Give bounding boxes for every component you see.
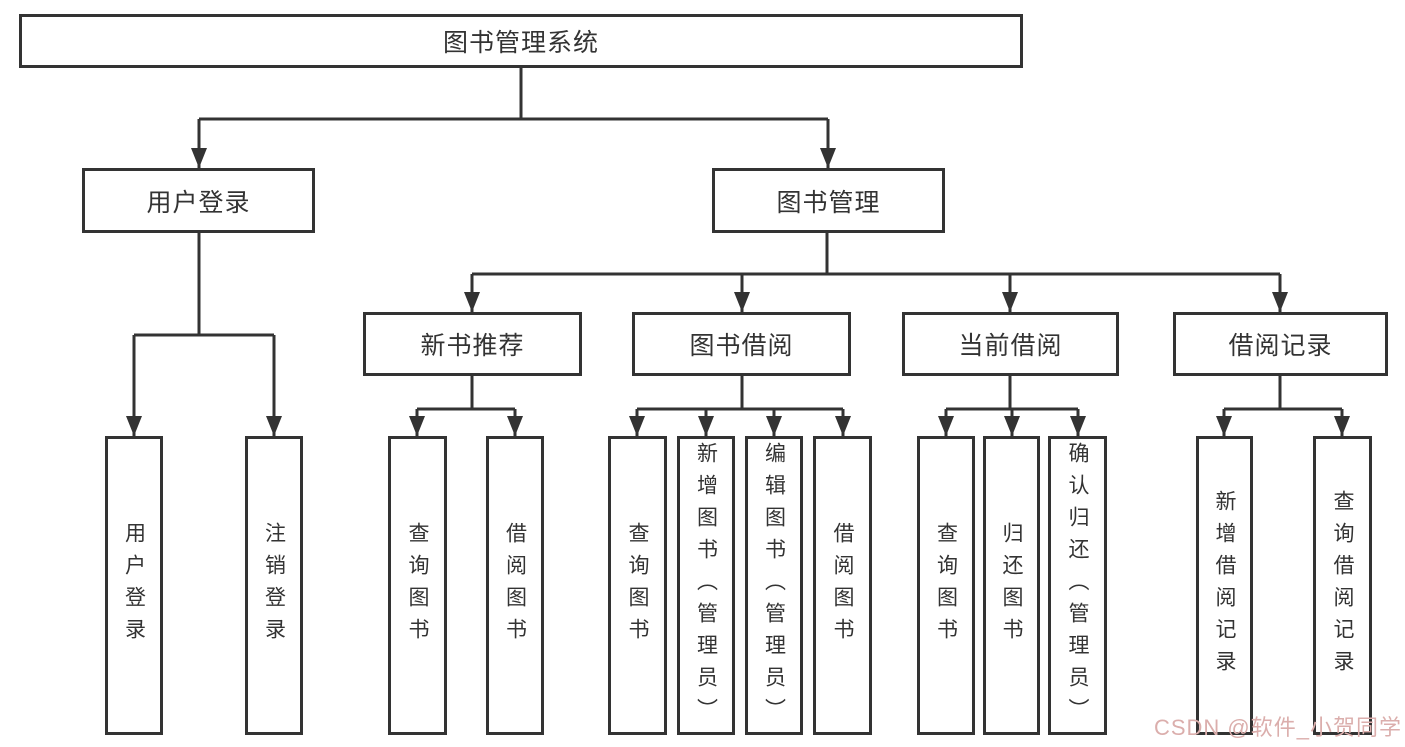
node-label: 图书借阅 bbox=[689, 332, 794, 360]
leaf-query-borrow-record: 查询借阅记录 bbox=[1313, 436, 1372, 735]
node-label: 用户登录 bbox=[122, 521, 146, 650]
node-current-borrow: 当前借阅 bbox=[902, 312, 1119, 376]
watermark: CSDN @软件_小贺同学 bbox=[1153, 715, 1402, 740]
arrowheads bbox=[126, 148, 1350, 436]
node-label: 借阅图书 bbox=[831, 521, 854, 650]
leaf-query-books-recommend: 查询图书 bbox=[388, 436, 447, 735]
node-label: 新增图书（管理员） bbox=[694, 441, 718, 730]
node-label: 确认归还（管理员） bbox=[1066, 441, 1089, 730]
node-new-book-recommend: 新书推荐 bbox=[363, 312, 582, 376]
leaf-logout: 注销登录 bbox=[245, 436, 303, 735]
node-user-login: 用户登录 bbox=[82, 168, 315, 233]
node-book-borrow: 图书借阅 bbox=[632, 312, 851, 376]
leaf-return-book: 归还图书 bbox=[983, 436, 1040, 735]
node-label: 图书管理 bbox=[776, 188, 881, 217]
node-label: 查询借阅记录 bbox=[1331, 489, 1354, 682]
node-borrow-records: 借阅记录 bbox=[1173, 312, 1388, 376]
node-label: 新增借阅记录 bbox=[1213, 489, 1236, 682]
node-label: 查询图书 bbox=[934, 521, 958, 650]
leaf-user-login: 用户登录 bbox=[105, 436, 163, 735]
leaf-query-books-current: 查询图书 bbox=[917, 436, 975, 735]
node-label: 编辑图书（管理员） bbox=[762, 441, 786, 730]
leaf-confirm-return-admin: 确认归还（管理员） bbox=[1048, 436, 1107, 735]
leaf-query-books-borrow: 查询图书 bbox=[608, 436, 667, 735]
leaf-add-borrow-record: 新增借阅记录 bbox=[1196, 436, 1253, 735]
node-library-system: 图书管理系统 bbox=[19, 14, 1023, 68]
leaf-add-book-admin: 新增图书（管理员） bbox=[677, 436, 735, 735]
node-label: 当前借阅 bbox=[958, 332, 1063, 360]
node-book-management: 图书管理 bbox=[712, 168, 945, 233]
node-label: 图书管理系统 bbox=[442, 29, 599, 57]
node-label: 查询图书 bbox=[406, 521, 429, 650]
node-label: 借阅图书 bbox=[503, 521, 527, 650]
node-label: 注销登录 bbox=[262, 521, 286, 650]
connector-paths bbox=[132, 68, 1344, 436]
leaf-borrow-books: 借阅图书 bbox=[813, 436, 872, 735]
node-label: 查询图书 bbox=[626, 521, 649, 650]
node-label: 归还图书 bbox=[1000, 521, 1023, 650]
leaf-borrow-books-recommend: 借阅图书 bbox=[486, 436, 544, 735]
leaf-edit-book-admin: 编辑图书（管理员） bbox=[745, 436, 803, 735]
node-label: 借阅记录 bbox=[1228, 332, 1333, 360]
node-label: 用户登录 bbox=[146, 188, 251, 217]
node-label: 新书推荐 bbox=[420, 332, 525, 360]
